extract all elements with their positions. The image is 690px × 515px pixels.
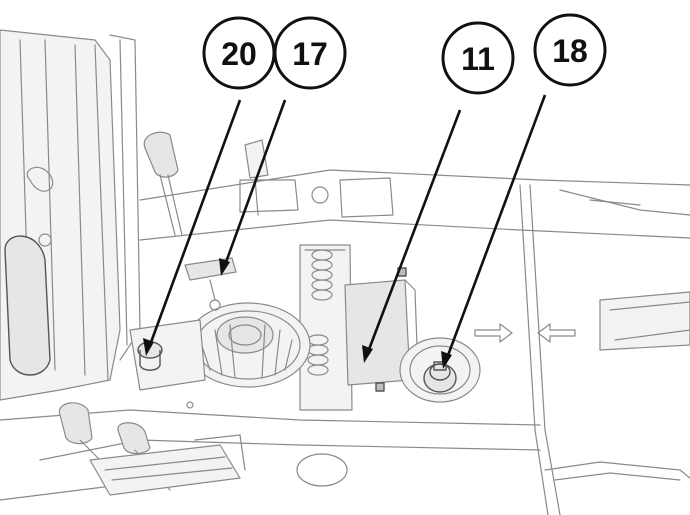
leader-17	[223, 99, 287, 266]
springs	[307, 249, 333, 376]
callout-11: 11	[441, 21, 515, 95]
arrowhead-18	[441, 351, 452, 369]
callout-label-17: 17	[292, 36, 328, 72]
right-handle	[544, 291, 690, 481]
fan-housing	[185, 302, 311, 388]
arrowhead-11	[362, 345, 373, 363]
callout-label-18: 18	[552, 33, 588, 69]
leader-11	[366, 109, 462, 353]
callout-20: 20	[202, 16, 276, 90]
leader-20	[148, 99, 242, 346]
leader-lines	[143, 94, 547, 369]
arrowhead-20	[143, 338, 154, 356]
lower-levers	[58, 402, 246, 496]
filler-area	[129, 257, 237, 391]
engine-block	[299, 244, 419, 411]
callout-17: 17	[273, 16, 347, 90]
callout-label-11: 11	[461, 41, 495, 77]
upper-levers	[143, 131, 269, 236]
alignment-arrows	[474, 323, 576, 343]
arrowhead-17	[219, 258, 230, 276]
callout-18: 18	[533, 13, 607, 87]
engine-compartment-illustration	[0, 29, 690, 515]
cab-frame	[0, 29, 141, 401]
reservoir-cap	[399, 337, 481, 403]
callout-label-20: 20	[221, 36, 257, 72]
leader-18	[445, 94, 547, 359]
